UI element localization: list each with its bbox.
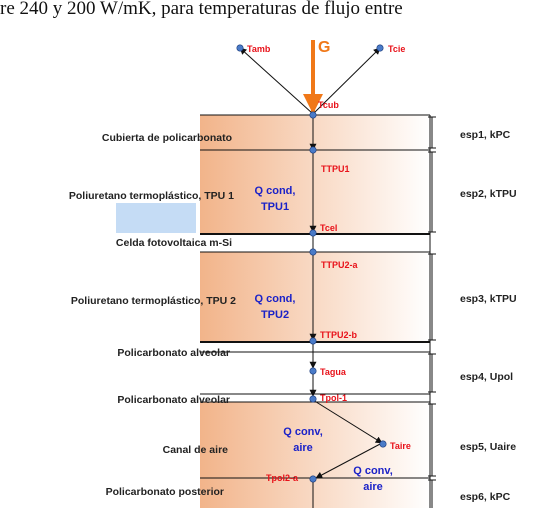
flux-qcond-tpu1-line1: Q cond, (255, 185, 296, 197)
node-ttpu2b (309, 337, 317, 345)
flux-qcond-tpu2-line1: Q cond, (255, 293, 296, 305)
node-label-tpol2: Tpol2-a (266, 473, 299, 483)
node-tamb (236, 44, 244, 52)
layer-label-alveolar-2: Policarbonato alveolar (117, 394, 230, 406)
node-label-tcub: Tcub (318, 100, 339, 110)
layer-block-tpu2 (200, 252, 430, 342)
flux-qcond-tpu2-line2: TPU2 (261, 309, 289, 321)
flux-qconv-aire-1-line1: Q conv, (283, 426, 323, 438)
thickness-label-esp5: esp5, Uaire (460, 441, 516, 453)
node-tagua (309, 367, 317, 375)
layer-label-cubierta: Cubierta de policarbonato (102, 132, 232, 144)
highlight-box (116, 203, 196, 233)
node-label-tcel: Tcel (320, 223, 337, 233)
thickness-label-esp6: esp6, kPC (460, 491, 511, 503)
node-tpol2 (309, 475, 317, 483)
node-tcie (376, 44, 384, 52)
source-label: G (318, 39, 330, 56)
node-label-tpol1: Tpol-1 (320, 393, 347, 403)
layer-label-tpu1: Poliuretano termoplástico, TPU 1 (69, 190, 234, 202)
layer-label-celda: Celda fotovoltaica m-Si (116, 237, 232, 249)
thickness-label-esp4: esp4, Upol (460, 371, 513, 383)
header-text: re 240 y 200 W/mK, para temperaturas de … (0, 0, 403, 19)
thickness-label-esp2: esp2, kTPU (460, 188, 517, 200)
network-nodes (236, 44, 387, 483)
node-label-taire: Taire (390, 441, 411, 451)
node-label-tagua: Tagua (320, 367, 347, 377)
flux-qconv-aire-2-line2: aire (363, 481, 383, 493)
layer-label-alveolar-1: Policarbonato alveolar (117, 347, 230, 359)
layer-block-canal (200, 402, 430, 508)
node-taire (379, 440, 387, 448)
node-label-tcie: Tcie (388, 44, 405, 54)
node-tcel (309, 229, 317, 237)
thickness-label-esp1: esp1, kPC (460, 129, 511, 141)
thickness-label-esp3: esp3, kTPU (460, 293, 517, 305)
node-ttpu2a (309, 248, 317, 256)
node-tcub (309, 111, 317, 119)
node-label-tamb: Tamb (247, 44, 271, 54)
flux-qconv-aire-2-line1: Q conv, (353, 465, 393, 477)
heat-path (309, 117, 383, 508)
layer-block-cubierta-tpu1 (200, 115, 430, 234)
thickness-brackets (428, 116, 436, 508)
layer-label-posterior: Policarbonato posterior (106, 486, 224, 498)
layer-label-tpu2: Poliuretano termoplástico, TPU 2 (71, 295, 236, 307)
flux-qcond-tpu1-line2: TPU1 (261, 201, 289, 213)
node-label-ttpu2b: TTPU2-b (320, 330, 358, 340)
node-label-ttpu1: TTPU1 (321, 164, 350, 174)
node-ttpu1 (309, 146, 317, 154)
layer-label-canal: Canal de aire (163, 444, 229, 456)
flux-qconv-aire-1-line2: aire (293, 442, 313, 454)
node-tpol1 (309, 395, 317, 403)
top-connections (239, 47, 381, 114)
node-label-ttpu2a: TTPU2-a (321, 260, 359, 270)
